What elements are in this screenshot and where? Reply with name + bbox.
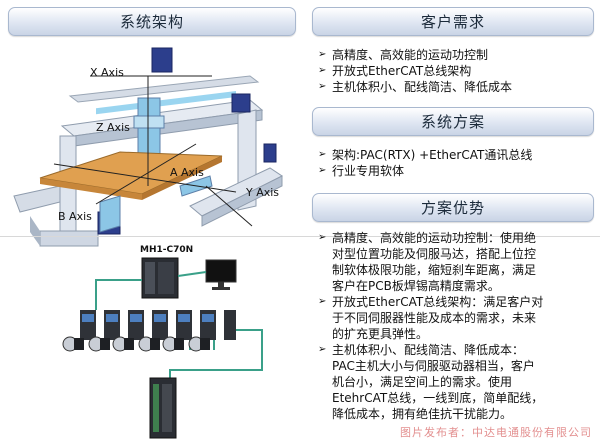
system-solution-header: 系统方案 — [312, 107, 594, 136]
list-item: ➢高精度、高效能的运动功控制 — [318, 48, 489, 62]
solution-advantages-title: 方案优势 — [420, 199, 485, 217]
servo-motor-row — [62, 336, 210, 352]
customer-needs-header: 客户需求 — [312, 7, 594, 36]
system-solution-title: 系统方案 — [420, 113, 485, 131]
list-item: ➢行业专用软体 — [318, 164, 405, 178]
controller-model-label: MH1-C70N — [140, 245, 193, 255]
solution-advantages-header: 方案优势 — [312, 193, 594, 222]
y-axis-label: Y Axis — [245, 186, 279, 199]
list-item: ➢架构:PAC(RTX) +EtherCAT通讯总线 — [318, 148, 533, 162]
arrow-bullet-icon: ➢ — [318, 232, 327, 243]
ethercat-network-diagram: MH1-C70N — [62, 245, 263, 439]
gantry-diagram: X Axis Z Axis A Axis Y Axis B Axis — [13, 47, 283, 247]
system-architecture-title: 系统架构 — [119, 13, 184, 31]
arrow-bullet-icon: ➢ — [318, 81, 327, 92]
arrow-bullet-icon: ➢ — [318, 49, 327, 60]
list-item: ➢ 高精度、高效能的运动功控制：使用绝对型位置功能及伺服马达，搭配上位控制软体极… — [318, 231, 537, 293]
arrow-bullet-icon: ➢ — [318, 165, 327, 176]
motor-top — [151, 47, 173, 73]
arrow-bullet-icon: ➢ — [318, 296, 327, 307]
arrow-bullet-icon: ➢ — [318, 149, 327, 160]
x-axis-label: X Axis — [90, 66, 124, 79]
publisher-watermark: 图片发布者：中达电通股份有限公司 — [400, 426, 592, 439]
motor-right — [231, 93, 251, 113]
section-divider — [0, 236, 600, 237]
list-item: ➢主机体积小、配线简洁、降低成本 — [318, 80, 513, 94]
customer-needs-title: 客户需求 — [420, 13, 485, 31]
b-axis-label: B Axis — [58, 210, 92, 223]
motor-rail — [263, 143, 277, 163]
list-item: ➢ 开放式EtherCAT总线架构：满足客户对于不同伺服器性能及成本的需求，未来… — [318, 295, 544, 341]
z-axis-label: Z Axis — [96, 121, 130, 134]
system-solution-list: ➢架构:PAC(RTX) +EtherCAT通讯总线 ➢行业专用软体 — [318, 147, 593, 179]
customer-needs-list: ➢高精度、高效能的运动功控制 ➢开放式EtherCAT总线架构 ➢主机体积小、配… — [318, 47, 593, 95]
list-item: ➢开放式EtherCAT总线架构 — [318, 64, 472, 78]
list-item: ➢ 主机体积小、配线简洁、降低成本：PAC主机大小与伺服驱动器相当，客户机台小，… — [318, 343, 544, 421]
back-rail — [68, 75, 260, 103]
arrow-bullet-icon: ➢ — [318, 344, 327, 355]
arrow-bullet-icon: ➢ — [318, 65, 327, 76]
a-axis-label: A Axis — [170, 166, 204, 179]
servo-drive-row — [80, 310, 236, 340]
monitor — [205, 259, 237, 283]
system-architecture-header: 系统架构 — [8, 7, 296, 36]
solution-advantages-list: ➢ 高精度、高效能的运动功控制：使用绝对型位置功能及伺服马达，搭配上位控制软体极… — [318, 230, 596, 422]
